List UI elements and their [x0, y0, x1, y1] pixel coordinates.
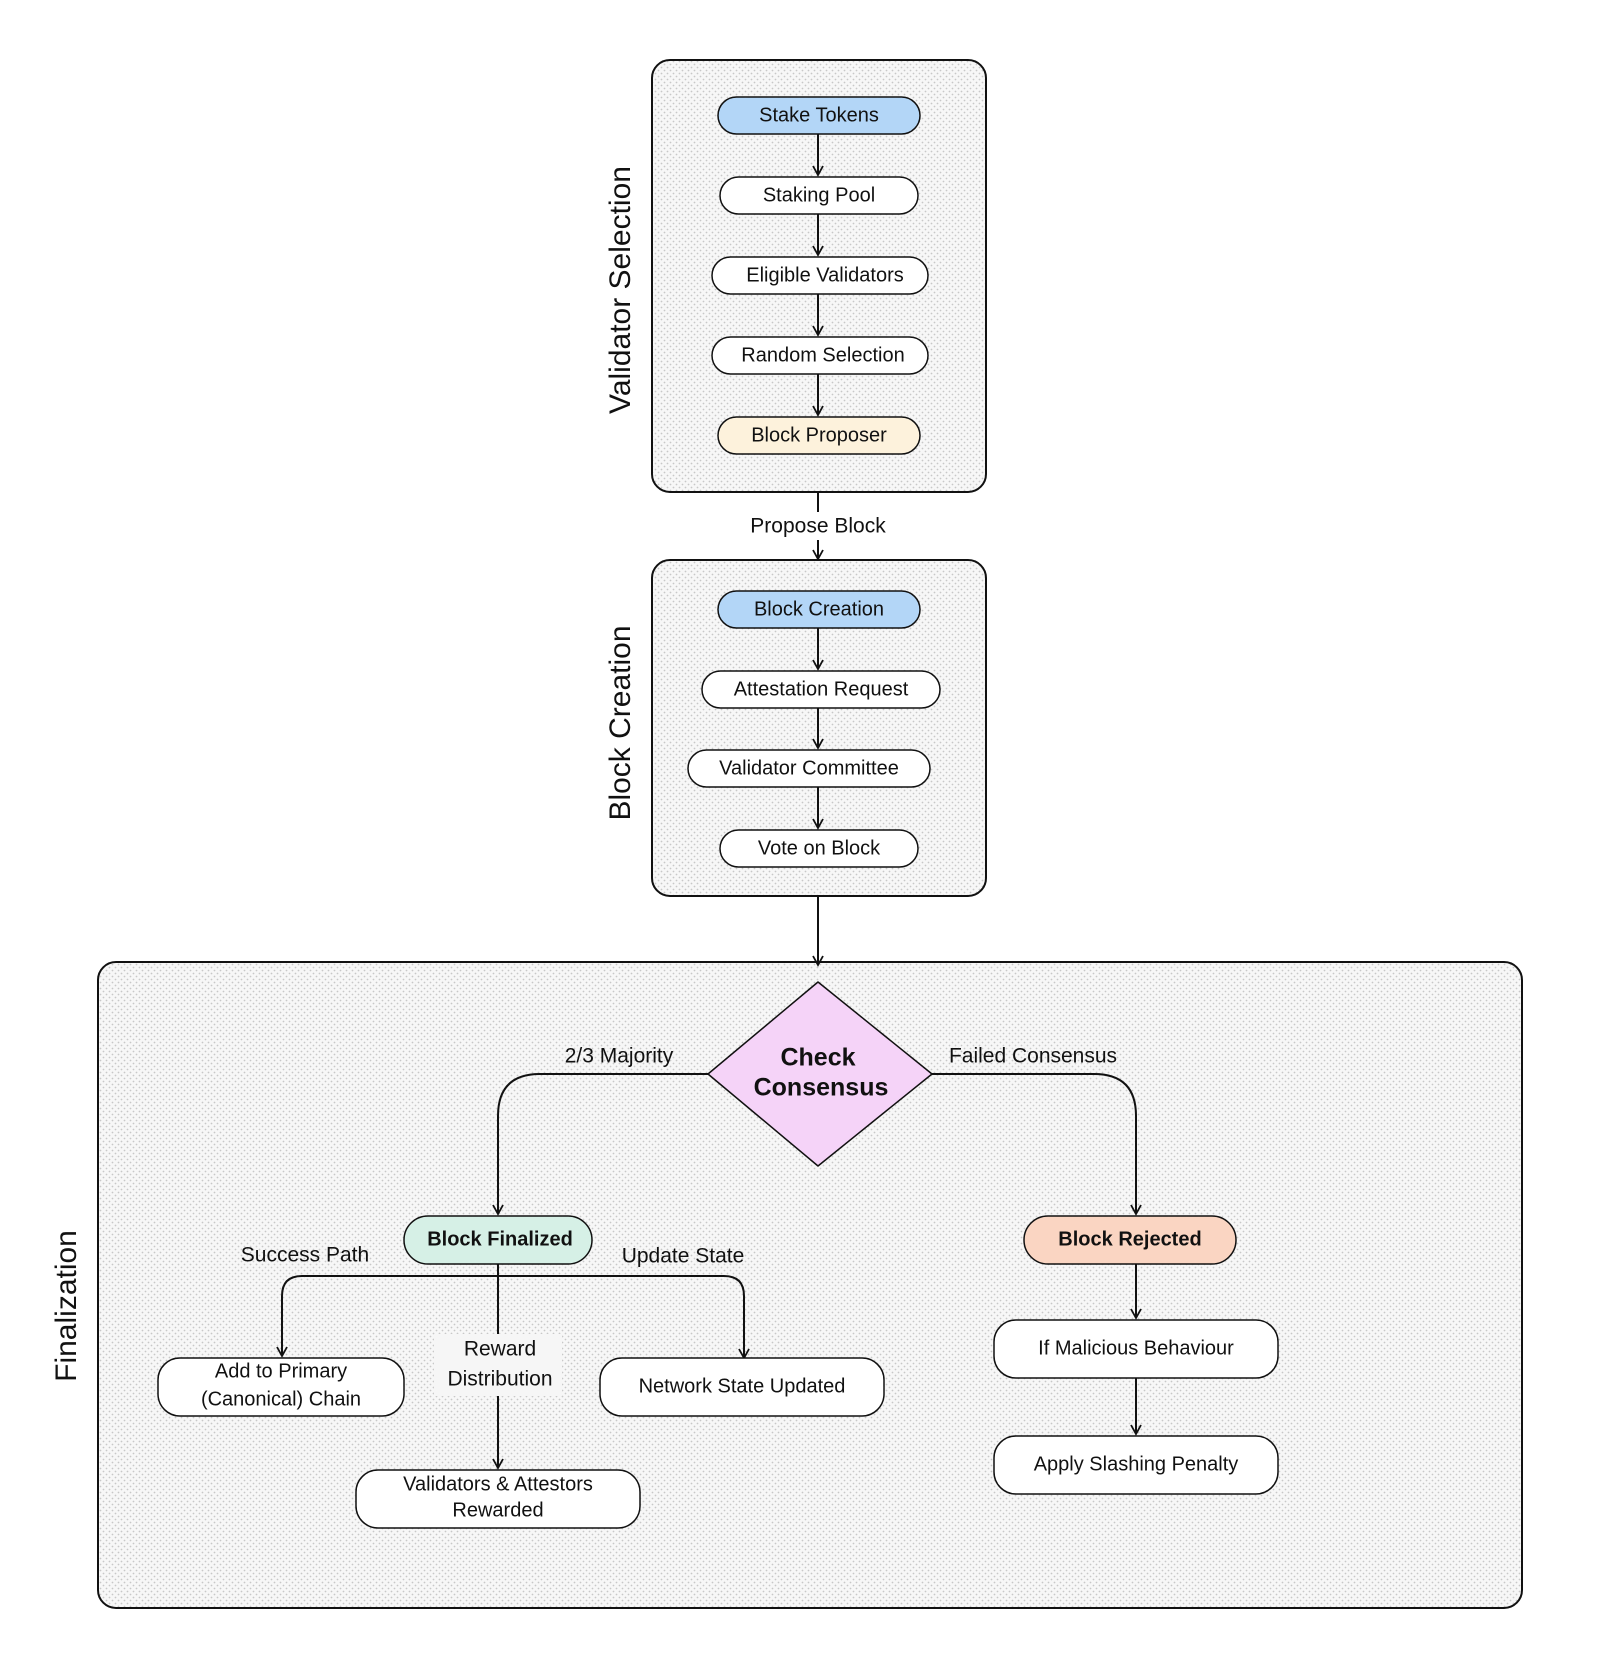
node-attestation-request: Attestation Request — [701, 670, 941, 709]
svg-text:Validators & Attestors: Validators & Attestors — [403, 1473, 593, 1495]
edge-label-update-state: Update State — [622, 1245, 745, 1268]
node-block-proposer: Block Proposer — [717, 416, 921, 455]
edge-label-failed-consensus: Failed Consensus — [949, 1045, 1117, 1068]
svg-text:Apply Slashing Penalty: Apply Slashing Penalty — [1034, 1453, 1239, 1475]
edge-failed-consensus — [932, 1073, 1142, 1216]
edge-update-state — [498, 1275, 750, 1360]
group-label-validator-selection: Validator Selection — [604, 166, 637, 414]
svg-text:(Canonical) Chain: (Canonical) Chain — [201, 1388, 361, 1410]
edge-majority — [492, 1073, 708, 1216]
node-staking-pool: Staking Pool — [719, 176, 919, 215]
svg-text:Stake Tokens: Stake Tokens — [759, 104, 879, 126]
node-network-state-updated: Network State Updated — [599, 1357, 885, 1417]
edge-label-majority: 2/3 Majority — [565, 1045, 674, 1068]
svg-text:Block Proposer: Block Proposer — [751, 424, 887, 446]
node-validators-rewarded: Validators & Attestors Rewarded — [355, 1469, 641, 1529]
svg-text:Add to Primary: Add to Primary — [215, 1360, 347, 1382]
node-validator-committee: Validator Committee — [687, 749, 931, 788]
svg-text:Validator Committee: Validator Committee — [719, 757, 899, 779]
node-check-consensus: Check Consensus — [707, 981, 933, 1167]
node-block-creation: Block Creation — [717, 590, 921, 629]
group-label-block-creation: Block Creation — [604, 625, 637, 820]
node-stake-tokens: Stake Tokens — [717, 96, 921, 135]
edge-label-reward-line2: Distribution — [447, 1368, 552, 1391]
edge-success-path — [276, 1275, 498, 1358]
svg-text:Block Creation: Block Creation — [754, 598, 884, 620]
svg-text:Staking Pool: Staking Pool — [763, 184, 875, 206]
svg-text:Random Selection: Random Selection — [741, 344, 904, 366]
svg-text:Network State Updated: Network State Updated — [639, 1375, 846, 1397]
node-vote-on-block: Vote on Block — [719, 829, 919, 868]
svg-text:Block Rejected: Block Rejected — [1058, 1228, 1201, 1250]
svg-text:If Malicious Behaviour: If Malicious Behaviour — [1038, 1337, 1234, 1359]
edge-label-success-path: Success Path — [241, 1244, 369, 1267]
node-slashing-penalty: Apply Slashing Penalty — [993, 1435, 1279, 1495]
node-malicious-behaviour: If Malicious Behaviour — [993, 1319, 1279, 1379]
svg-text:Attestation Request: Attestation Request — [734, 678, 909, 700]
node-random-selection: Random Selection — [711, 336, 929, 375]
node-eligible-validators: Eligible Validators — [711, 256, 929, 295]
edge-label-reward-line1: Reward — [464, 1338, 536, 1361]
svg-text:Check: Check — [780, 1044, 855, 1072]
edge-label-propose-block: Propose Block — [750, 515, 886, 538]
svg-text:Consensus: Consensus — [754, 1074, 889, 1102]
node-add-to-primary-chain: Add to Primary (Canonical) Chain — [157, 1357, 405, 1417]
svg-text:Block Finalized: Block Finalized — [427, 1228, 573, 1250]
node-block-rejected: Block Rejected — [1023, 1215, 1237, 1265]
svg-text:Eligible Validators: Eligible Validators — [746, 264, 904, 286]
svg-text:Vote on Block: Vote on Block — [758, 837, 881, 859]
svg-text:Rewarded: Rewarded — [452, 1499, 543, 1521]
group-label-finalization: Finalization — [50, 1230, 83, 1382]
node-block-finalized: Block Finalized — [403, 1215, 593, 1265]
